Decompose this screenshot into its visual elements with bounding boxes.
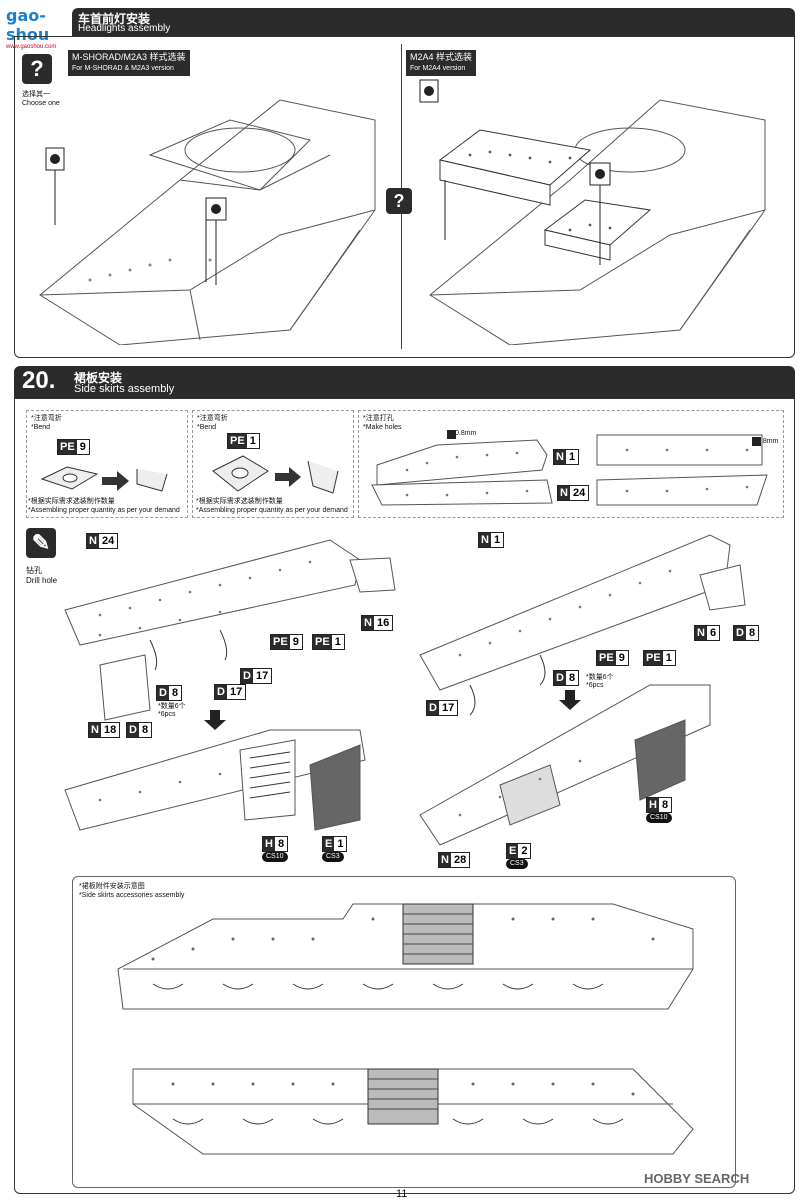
hole-size-left: 0.8mm bbox=[455, 430, 477, 437]
holes-note-cn: *注意打孔 bbox=[363, 415, 394, 422]
step20-title-en: Side skirts assembly bbox=[74, 383, 175, 395]
bend-note-2-cn: *注意弯折 bbox=[197, 415, 228, 422]
bend-note-cn: *注意弯折 bbox=[31, 415, 62, 422]
quantity-note-en: *Assembling proper quantity as per your … bbox=[28, 507, 180, 514]
quantity-note-2-en: *Assembling proper quantity as per your … bbox=[196, 507, 348, 514]
cs10-badge-left: CS10 bbox=[262, 852, 288, 862]
step19-panel bbox=[14, 36, 795, 358]
question-icon: ? bbox=[22, 54, 52, 84]
question-icon-middle: ? bbox=[386, 188, 412, 214]
site-logo: gao-shou www.gaoshou.com bbox=[6, 6, 76, 50]
bend-illustration-1 bbox=[40, 466, 168, 492]
bend-illustration-2 bbox=[212, 455, 339, 494]
left-tag-cn: M-SHORAD/M2A3 样式选装 bbox=[72, 52, 186, 62]
cs10-badge-right: CS10 bbox=[646, 813, 672, 823]
step19-title-cn: 车首前灯安装 bbox=[78, 12, 151, 26]
accessories-cn: *裙板附件安装示意图 bbox=[79, 883, 145, 890]
qty-cn-right: *数量6个 bbox=[586, 674, 614, 681]
drill-hole-cn: 钻孔 bbox=[26, 566, 42, 575]
choose-one-cn: 选择其一 bbox=[22, 91, 50, 98]
vehicle-drawing-left bbox=[39, 99, 376, 345]
drill-icon: ✎ bbox=[26, 528, 56, 558]
drill-hole-en: Drill hole bbox=[26, 576, 58, 585]
bend-note-en: *Bend bbox=[31, 424, 51, 431]
qty-en-right: *6pcs bbox=[586, 682, 604, 689]
right-skirt-assembly bbox=[419, 534, 746, 846]
hole-size-right: 0.8mm bbox=[757, 438, 779, 445]
choose-one-en: Choose one bbox=[22, 100, 60, 107]
quantity-note-cn: *根据实际需求选装制作数量 bbox=[28, 498, 115, 505]
accessories-diagram bbox=[117, 903, 694, 1155]
holes-illustration bbox=[371, 430, 768, 506]
accessories-en: *Side skirts accessories assembly bbox=[79, 892, 185, 899]
right-tag-cn: M2A4 样式选装 bbox=[410, 52, 473, 62]
accessories-box: *裙板附件安装示意图 *Side skirts accessories asse… bbox=[72, 876, 736, 1188]
left-skirt-assembly bbox=[64, 539, 396, 831]
cs3-badge-left: CS3 bbox=[322, 852, 344, 862]
step19-header: 车首前灯安装 Headlights assembly bbox=[72, 8, 795, 36]
vehicle-drawing-right bbox=[419, 79, 766, 345]
qty-en-left: *6pcs bbox=[158, 711, 176, 718]
step20-number: 20. bbox=[22, 367, 56, 394]
right-tag-en: For M2A4 version bbox=[410, 65, 466, 72]
site-logo-text: gao-shou bbox=[6, 6, 50, 44]
qty-cn-left: *数量6个 bbox=[158, 703, 186, 710]
watermark: HOBBY SEARCH bbox=[644, 1171, 750, 1186]
bend-note-2-en: *Bend bbox=[197, 424, 217, 431]
page-number: 11 bbox=[396, 1188, 408, 1200]
step20-title-cn: 裙板安装 bbox=[74, 371, 123, 385]
holes-note-en: *Make holes bbox=[363, 424, 402, 431]
right-version-tag: M2A4 样式选装 For M2A4 version bbox=[406, 50, 477, 76]
step19-title-en: Headlights assembly bbox=[78, 23, 171, 34]
step20-panel bbox=[14, 398, 795, 1194]
cs3-badge-right: CS3 bbox=[506, 859, 528, 869]
left-tag-en: For M-SHORAD & M2A3 version bbox=[72, 65, 174, 72]
site-logo-sub: www.gaoshou.com bbox=[6, 44, 57, 50]
step20-header: 20. 裙板安装 Side skirts assembly bbox=[14, 366, 795, 398]
left-version-tag: M-SHORAD/M2A3 样式选装 For M-SHORAD & M2A3 v… bbox=[68, 50, 190, 76]
quantity-note-2-cn: *根据实际需求选装制作数量 bbox=[196, 498, 283, 505]
